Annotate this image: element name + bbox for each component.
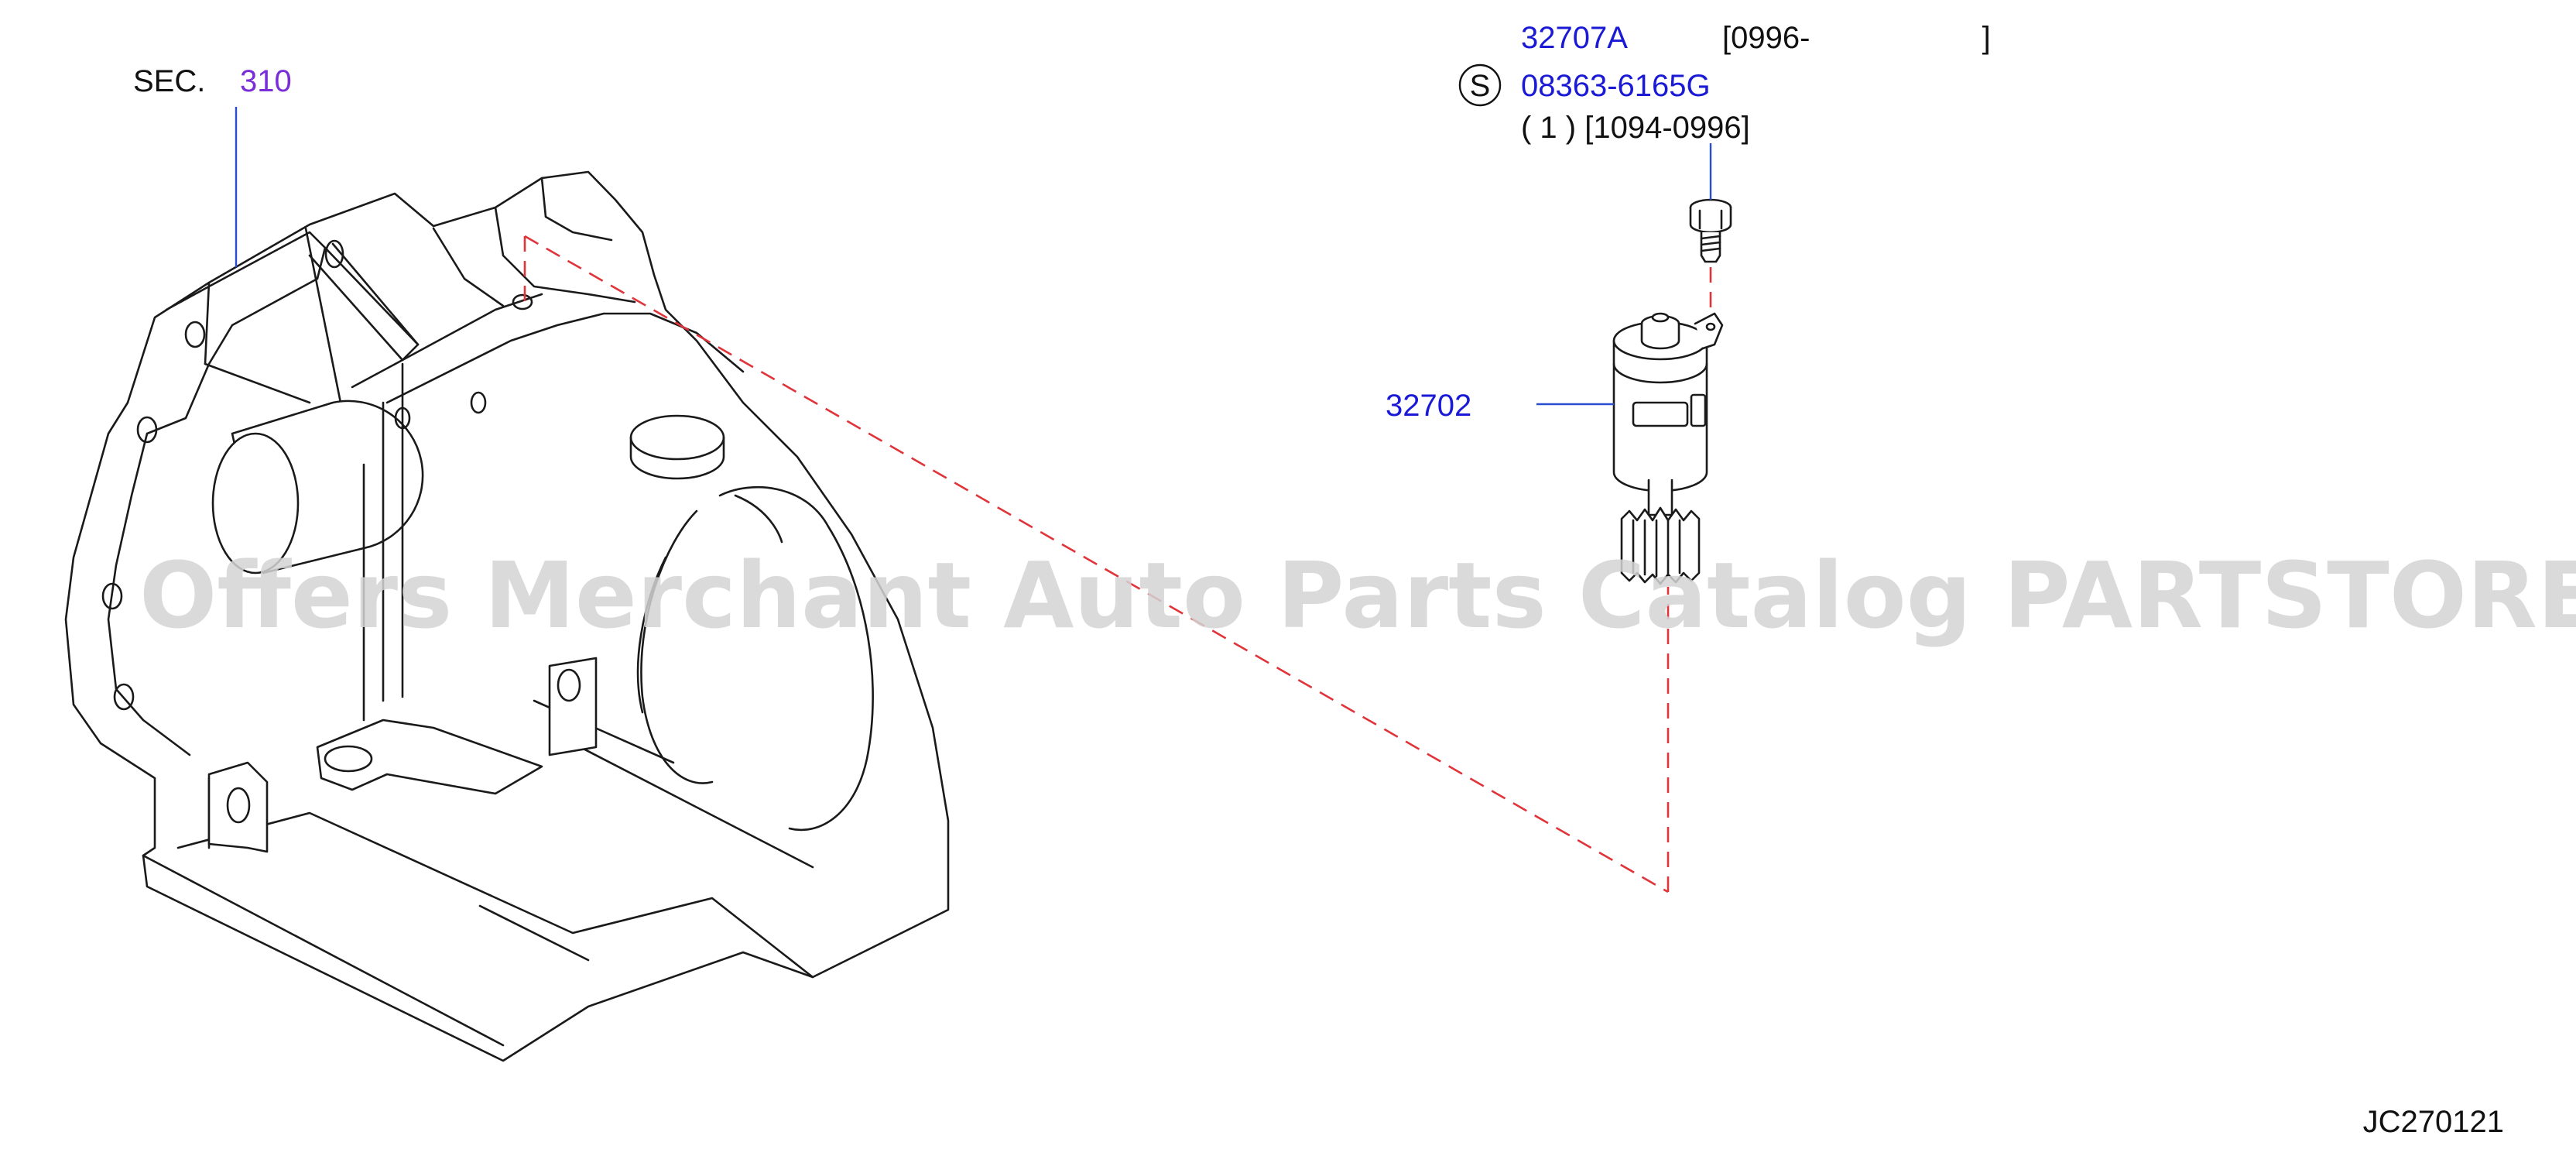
installation-guide-lines (523, 235, 1712, 893)
speed-sensor-drawing (1536, 312, 1724, 585)
s-mark-label: S (1470, 69, 1491, 103)
part-number-32702-link[interactable]: 32702 (1386, 389, 1471, 423)
bolt-date-range-label: [0996- ] (1722, 21, 1991, 55)
transmission-case-drawing (64, 170, 950, 1062)
figure-code-label: JC270121 (2363, 1105, 2504, 1139)
part-number-32707a-link[interactable]: 32707A (1521, 21, 1628, 55)
watermark-text: Offers Merchant Auto Parts Catalog PARTS… (139, 542, 2576, 649)
section-number-link[interactable]: 310 (240, 64, 292, 98)
section-prefix-label: SEC. (133, 64, 205, 98)
bolt-drawing (1689, 143, 1732, 263)
standard-qty-range-label: ( 1 ) [1094-0996] (1521, 111, 1750, 145)
part-number-08363-6165g-link[interactable]: 08363-6165G (1521, 69, 1711, 103)
standard-part-s-icon: S (1458, 63, 1502, 107)
